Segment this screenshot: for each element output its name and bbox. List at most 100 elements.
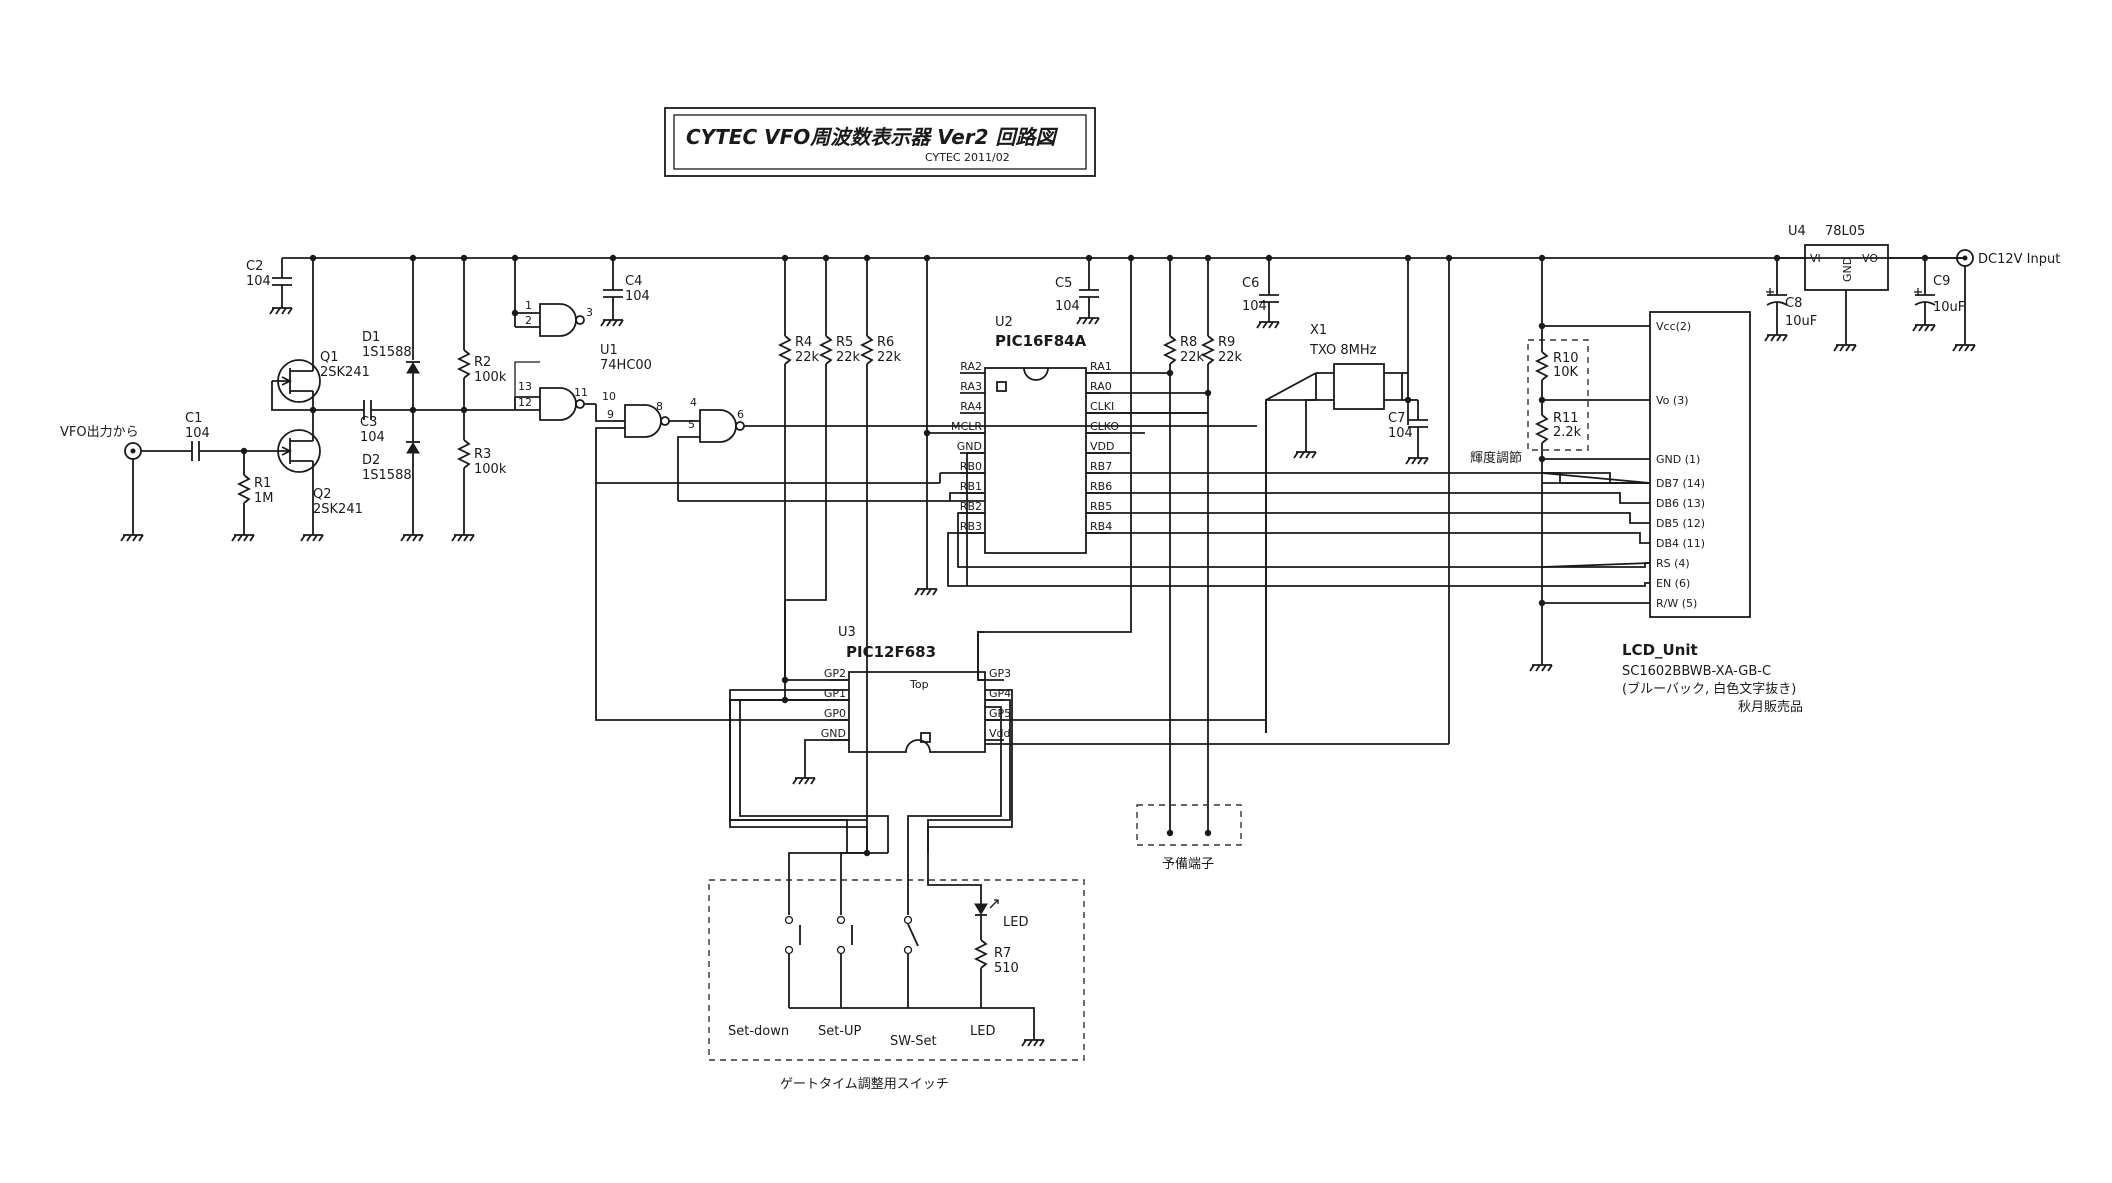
lcd-pin-label: EN (6): [1656, 577, 1690, 590]
dc-input-connector: DC12V Input: [1952, 249, 2060, 352]
c9-ref: C9: [1933, 274, 1950, 289]
lcd-pin-label: RS (4): [1656, 557, 1690, 570]
regulator-u4: VI VO GND U4 78L05: [1777, 224, 1965, 352]
resistor-r4: R4 22k: [777, 258, 820, 684]
capacitor-c9: C9 10uF: [1912, 258, 1965, 332]
r6-value: 22k: [877, 350, 902, 365]
lcd-pin-label: DB4 (11): [1656, 537, 1705, 550]
nand3-pin-a: 10: [602, 390, 616, 403]
c4-ref: C4: [625, 274, 642, 289]
switch-set-up[interactable]: Set-UP: [818, 852, 888, 1039]
sw-set-label: SW-Set: [890, 1034, 937, 1049]
r4-value: 22k: [795, 350, 820, 365]
r11-ref: R11: [1553, 411, 1579, 426]
switch-ground-bus: [789, 1007, 1045, 1047]
u2-wiring: [596, 258, 1542, 596]
capacitor-c2: C2 104: [246, 258, 293, 315]
c3-ref: C3: [360, 415, 377, 430]
r10-value: 10K: [1553, 365, 1579, 380]
nand-gate-4: 4 5 6: [677, 396, 1257, 501]
sw-down-label: Set-down: [728, 1024, 789, 1039]
vfo-input-connector: VFO出力から: [60, 425, 192, 542]
u4-ref: U4: [1788, 224, 1806, 239]
vcc-rail: [282, 254, 1965, 262]
diode-d1: D1 1S1588: [362, 258, 420, 414]
u2-right-pin-label: VDD: [1090, 440, 1114, 453]
q2-value: 2SK241: [313, 502, 363, 517]
u2-right-pin-label: RA1: [1090, 360, 1112, 373]
r2-value: 100k: [474, 370, 507, 385]
u2-left-pin-label: MCLR: [951, 420, 982, 433]
reg-gnd: GND: [1841, 257, 1854, 282]
lcd-note-2: 秋月販売品: [1738, 699, 1803, 715]
nand-gate-1: 1 2 3: [511, 258, 593, 337]
u2-left-pin-label: RA3: [960, 380, 982, 393]
u3-right-pin-label: GP4: [989, 687, 1011, 700]
r1-value: 1M: [254, 491, 274, 506]
switch-wiring: [729, 689, 1013, 853]
r7-ref: R7: [994, 946, 1011, 961]
c4-value: 104: [625, 289, 650, 304]
c7-ref: C7: [1388, 411, 1405, 426]
nand3-pin-y: 8: [656, 400, 663, 413]
vfo-input-label: VFO出力から: [60, 425, 139, 440]
switch-set-down[interactable]: Set-down: [728, 852, 867, 1039]
u2-right-pin-label: CLKO: [1090, 420, 1119, 433]
lcd-wires: [1538, 322, 1651, 607]
u2-right-pin-label: RB4: [1090, 520, 1112, 533]
ground-symbol-vfo: [120, 534, 144, 542]
r3-ref: R3: [474, 447, 491, 462]
q1-value: 2SK241: [320, 365, 370, 380]
ic-u2-pic16f84a: U2 PIC16F84A RA2RA3RA4MCLRGNDRB0RB1RB2RB…: [951, 315, 1119, 554]
title-sub: CYTEC 2011/02: [925, 151, 1010, 164]
d1-value: 1S1588: [362, 345, 412, 360]
c3-value: 104: [360, 430, 385, 445]
q2-ref: Q2: [313, 487, 332, 502]
u1-ref: U1: [600, 343, 618, 358]
spare-terminals: 予備端子: [1136, 804, 1242, 872]
r8-value: 22k: [1180, 350, 1205, 365]
resistor-r5: R5 22k: [785, 258, 861, 601]
nand4-pin-b: 5: [688, 418, 695, 431]
lcd-pin-label: Vo (3): [1656, 394, 1688, 407]
nand1-pin-a: 1: [525, 299, 532, 312]
lcd-unit: Vcc(2)Vo (3)GND (1)DB7 (14)DB6 (13)DB5 (…: [1538, 311, 1803, 715]
switch-sw-set[interactable]: SW-Set: [890, 853, 937, 1049]
c6-ref: C6: [1242, 276, 1259, 291]
c1-value: 104: [185, 426, 210, 441]
r4-ref: R4: [795, 335, 812, 350]
u2-left-pin-label: RB2: [960, 500, 982, 513]
nand3-pin-b: 9: [607, 408, 614, 421]
r8-ref: R8: [1180, 335, 1197, 350]
x1-ref: X1: [1310, 323, 1327, 338]
led-bottom-label: LED: [970, 1024, 995, 1039]
reg-vo: VO: [1862, 252, 1878, 265]
u3-left-pin-label: GP0: [824, 707, 846, 720]
nand1-pin-y: 3: [586, 306, 593, 319]
resistor-r8: R8 22k: [1162, 258, 1205, 837]
u2-ref: U2: [995, 315, 1013, 330]
q1-ref: Q1: [320, 350, 339, 365]
c1-ref: C1: [185, 411, 202, 426]
led-label: LED: [1003, 915, 1028, 930]
lcd-pin-label: DB6 (13): [1656, 497, 1705, 510]
d2-ref: D2: [362, 453, 380, 468]
u3-ref: U3: [838, 625, 856, 640]
lcd-pin-label: R/W (5): [1656, 597, 1697, 610]
u1-value: 74HC00: [600, 358, 652, 373]
transistor-q2: Q2 2SK241: [277, 410, 363, 542]
r9-value: 22k: [1218, 350, 1243, 365]
u3-left-pin-label: GP2: [824, 667, 846, 680]
r1-ref: R1: [254, 476, 271, 491]
c6-value: 104: [1242, 299, 1267, 314]
c7-value: 104: [1388, 426, 1413, 441]
nand1-pin-b: 2: [525, 314, 532, 327]
u2-left-pin-label: GND: [957, 440, 982, 453]
u3-right-pin-label: Vdd: [989, 727, 1011, 740]
u2-left-pin-label: RA2: [960, 360, 982, 373]
capacitor-c3: C3 104: [313, 400, 515, 445]
resistor-r7: R7 510 LED: [970, 939, 1019, 1039]
title-block: CYTEC VFO周波数表示器 Ver2 回路図 CYTEC 2011/02: [664, 107, 1096, 177]
